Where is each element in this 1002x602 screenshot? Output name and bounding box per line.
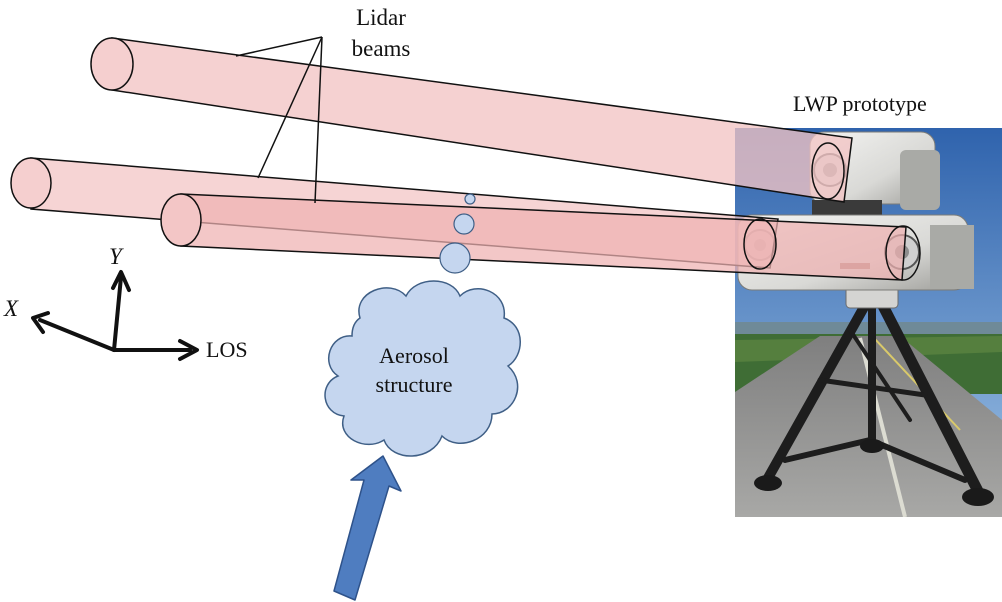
coordinate-axes — [31, 270, 199, 361]
aerosol-particles — [439, 193, 476, 274]
lwp-prototype-label: LWP prototype — [793, 91, 927, 116]
axis-x-arrow — [38, 318, 116, 352]
wind-arrow — [333, 455, 402, 601]
axis-y-label: Y — [109, 244, 122, 269]
lidar-beam-upper — [90, 37, 853, 203]
lidar-beams-label-line2: beams — [351, 36, 411, 61]
aerosol-structure-label: Aerosol structure — [355, 341, 473, 399]
lidar-beams-callout — [235, 36, 323, 204]
aerosol-particle-small — [464, 193, 476, 205]
aerosol-label-line1: Aerosol — [379, 343, 449, 368]
aerosol-structure-cloud — [324, 280, 521, 457]
lidar-beams-label: Lidar beams — [336, 2, 426, 64]
aerosol-particle-large — [439, 242, 471, 274]
axis-y-arrow — [112, 275, 123, 352]
lidar-beams-label-line1: Lidar — [356, 5, 406, 30]
aerosol-particle-medium — [453, 213, 475, 235]
lidar-beam-lower-right — [160, 193, 921, 281]
axis-los-label: LOS — [206, 337, 248, 362]
axis-x-label: X — [4, 296, 19, 321]
aerosol-label-line2: structure — [375, 372, 453, 397]
